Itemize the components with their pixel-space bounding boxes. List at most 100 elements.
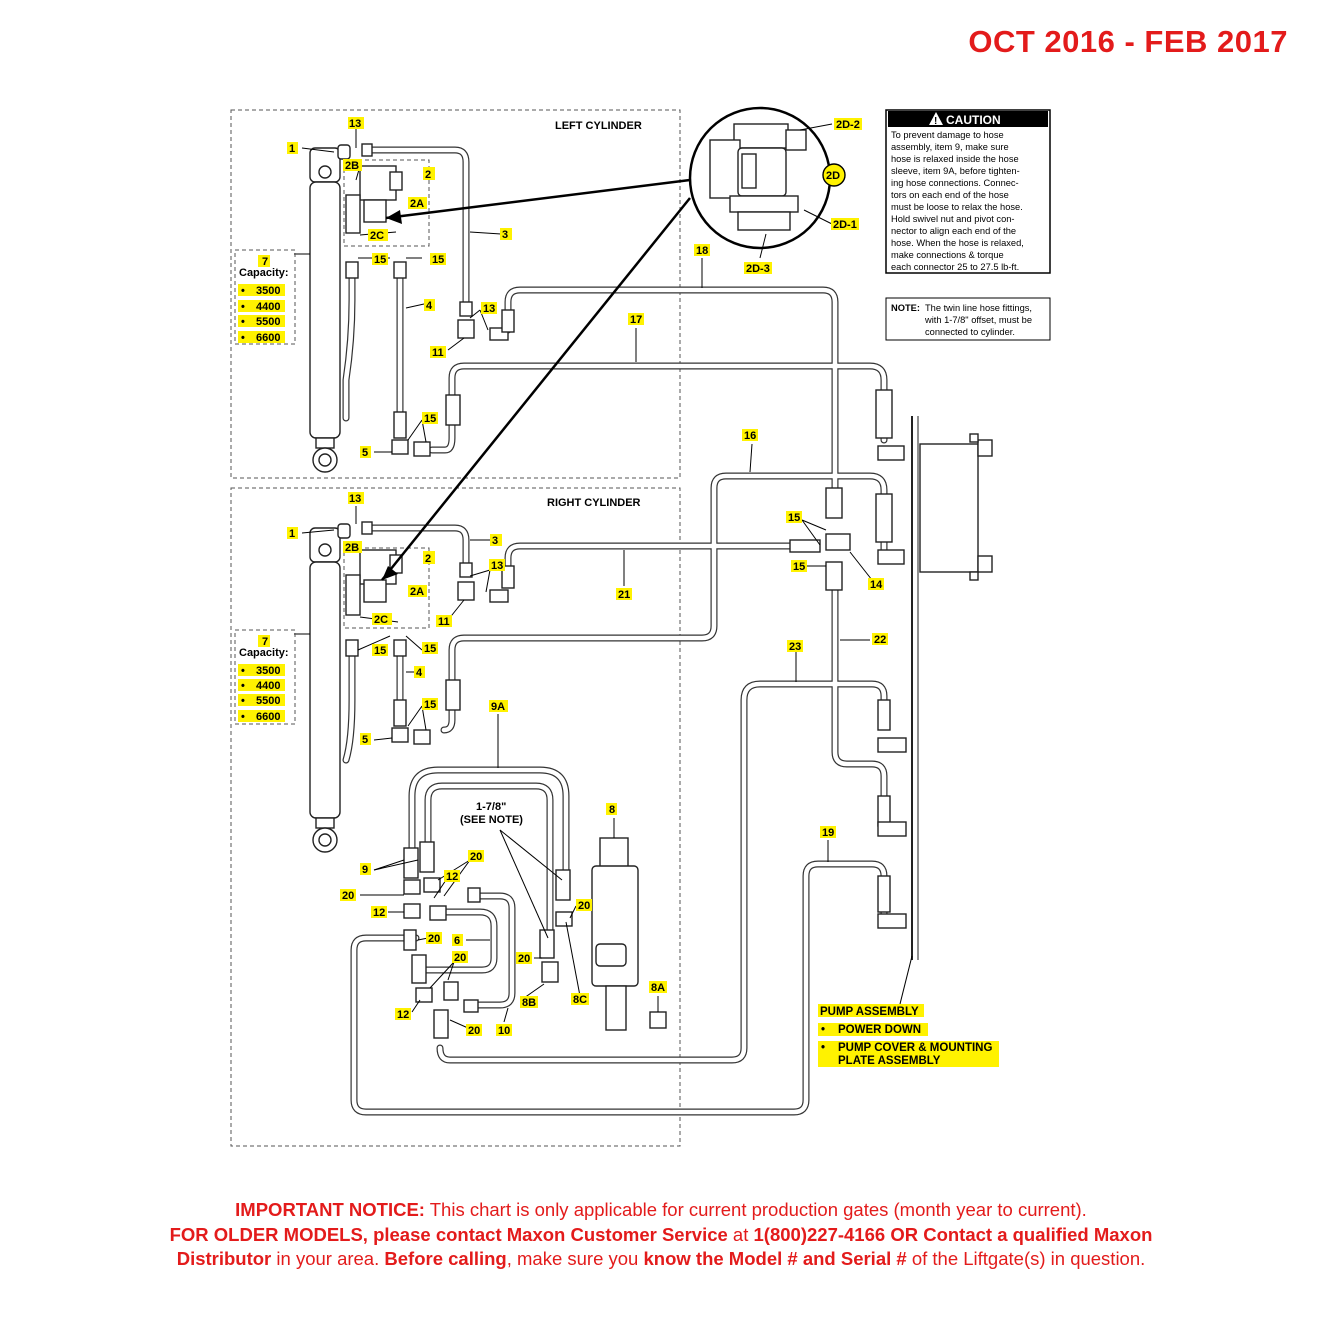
callout: 13 xyxy=(491,560,503,572)
offset-label: 1-7/8" xyxy=(476,801,506,813)
svg-text:•: • xyxy=(241,695,245,707)
pump-item: PUMP COVER & MOUNTING xyxy=(838,1042,992,1054)
callout: 15 xyxy=(424,643,436,655)
callout: 13 xyxy=(483,303,495,315)
caution-line: must be loose to relax the hose. xyxy=(891,202,1023,212)
pump-assembly-legend: PUMP ASSEMBLY • POWER DOWN • PUMP COVER … xyxy=(818,1004,999,1067)
callout: 22 xyxy=(874,634,886,646)
callout: 8A xyxy=(651,982,665,994)
notice-text: , make sure you xyxy=(506,1248,644,1269)
hose-fill xyxy=(505,543,793,588)
date-range-banner: OCT 2016 - FEB 2017 xyxy=(968,24,1288,59)
left-cylinder-title: LEFT CYLINDER xyxy=(555,120,642,132)
callout-labels: 1 13 2B 2 2A 2C 3 15 15 4 13 11 15 5 17 … xyxy=(289,118,886,1037)
callout: 2A xyxy=(410,586,424,598)
hose-fill xyxy=(409,767,569,893)
callout: 15 xyxy=(374,254,386,266)
hose-fill xyxy=(425,783,553,933)
callout: 16 xyxy=(744,430,756,442)
callout: 2D-1 xyxy=(833,219,857,231)
caution-line: make connections & torque xyxy=(891,250,1004,260)
notice-line-2: FOR OLDER MODELS, please contact Maxon C… xyxy=(0,1223,1322,1248)
notice-line-3: Distributor in your area. Before calling… xyxy=(0,1247,1322,1272)
capacity-value: 3500 xyxy=(256,665,280,677)
notice-phone: 1(800)227-4166 OR Contact a qualified Ma… xyxy=(753,1223,1153,1245)
pump-item: PLATE ASSEMBLY xyxy=(838,1055,941,1067)
hose-fill xyxy=(437,681,887,1063)
hose-fill xyxy=(365,525,469,573)
svg-text:•: • xyxy=(241,332,245,344)
caution-line: sleeve, item 9A, before tighten- xyxy=(891,166,1020,176)
callout: 2 xyxy=(425,553,431,565)
caution-line: assembly, item 9, make sure xyxy=(891,142,1009,152)
caution-line: hose. When the hose is relaxed, xyxy=(891,238,1024,248)
right-cylinder xyxy=(309,527,341,853)
callout: 19 xyxy=(822,827,834,839)
callout: 15 xyxy=(374,645,386,657)
callout: 1 xyxy=(289,528,295,540)
caution-line: tors on each end of the hose xyxy=(891,190,1009,200)
valve-assembly-right xyxy=(343,547,430,629)
callout: 15 xyxy=(788,512,800,524)
callout: 12 xyxy=(397,1009,409,1021)
hose-outline xyxy=(831,576,888,834)
right-cylinder-section xyxy=(230,487,681,1147)
caution-line: To prevent damage to hose xyxy=(891,130,1004,140)
caution-line: nector to align each end of the xyxy=(891,226,1016,236)
callout: 20 xyxy=(342,890,354,902)
notice-text: at xyxy=(727,1223,754,1245)
callout: 9 xyxy=(362,864,368,876)
detail-callout-2d: 2D xyxy=(826,170,840,182)
callout: 20 xyxy=(470,851,482,863)
callout: 11 xyxy=(438,616,450,628)
callout: 8C xyxy=(573,994,587,1006)
hose-fill xyxy=(505,287,838,503)
fittings xyxy=(337,143,907,1039)
caution-line: each connector 25 to 27.5 lb-ft. xyxy=(891,262,1019,272)
capacity-item-number: 7 xyxy=(262,256,268,268)
caution-box: ! CAUTION To prevent damage to hose asse… xyxy=(885,109,1051,274)
callout: 15 xyxy=(432,254,444,266)
callout: 6 xyxy=(454,935,460,947)
hose-outline xyxy=(428,362,888,454)
notice-text: of the Liftgate(s) in question. xyxy=(906,1248,1146,1269)
hoses xyxy=(342,146,888,1116)
callout: 21 xyxy=(618,589,630,601)
callout: 17 xyxy=(630,314,642,326)
notice-text: in your area. xyxy=(271,1248,385,1269)
callout: 12 xyxy=(446,871,458,883)
caution-line: Hold swivel nut and pivot con- xyxy=(891,214,1015,224)
callout: 10 xyxy=(498,1025,510,1037)
pump-unit xyxy=(591,837,667,1031)
capacity-legend-right: 7 Capacity: •3500 •4400 •5500 •6600 xyxy=(234,629,296,725)
callout: 14 xyxy=(870,579,883,591)
callout: 2 xyxy=(425,169,431,181)
manifold-block xyxy=(919,433,993,581)
hose-outline xyxy=(504,542,794,589)
notice-bold: Distributor xyxy=(176,1248,272,1269)
callout: 9A xyxy=(491,701,505,713)
right-cylinder-title: RIGHT CYLINDER xyxy=(547,497,641,509)
capacity-value: 4400 xyxy=(256,301,280,313)
callout: 2B xyxy=(345,160,359,172)
callout: 20 xyxy=(428,933,440,945)
callout: 11 xyxy=(432,347,444,359)
pump-assembly-title: PUMP ASSEMBLY xyxy=(820,1006,919,1018)
capacity-value: 3500 xyxy=(256,285,280,297)
callout: 15 xyxy=(424,413,436,425)
capacity-legend-left: 7 Capacity: •3500 •4400 •5500 •6600 xyxy=(234,249,296,345)
callout: 2D-2 xyxy=(836,119,860,131)
capacity-value: 5500 xyxy=(256,695,280,707)
svg-text:•: • xyxy=(821,1042,825,1054)
callout: 13 xyxy=(349,493,361,505)
hose-fill xyxy=(832,577,887,833)
mounting-plate xyxy=(911,416,919,960)
capacity-item-number: 7 xyxy=(262,636,268,648)
callout: 13 xyxy=(349,118,361,130)
callout: 20 xyxy=(468,1025,480,1037)
capacity-label: Capacity: xyxy=(239,267,289,279)
capacity-label: Capacity: xyxy=(239,647,289,659)
left-cylinder xyxy=(309,147,341,473)
svg-text:•: • xyxy=(241,711,245,723)
